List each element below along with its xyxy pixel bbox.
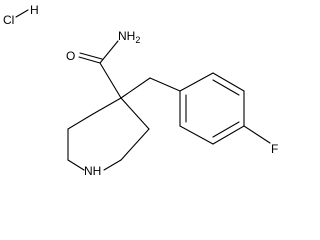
piperidine-bond-7 (120, 97, 150, 130)
benzyl-bond-1 (120, 77, 151, 99)
benzene-bond-2 (212, 72, 245, 92)
amide-c-o-bond-1 (78, 56, 101, 64)
amide-nitrogen-label: NH2 (118, 29, 140, 45)
molecule-drawing: Cl H NH2 O NH F (3, 3, 278, 178)
chlorine-label: Cl (3, 13, 14, 27)
piperidine-bond-1 (92, 97, 122, 115)
piperidine-bond-5 (103, 159, 122, 171)
benzene-double-2 (212, 121, 240, 138)
benzene-bond-5 (179, 125, 214, 145)
fluorine-label: F (271, 142, 278, 156)
hcl-bond (15, 9, 29, 18)
structure-diagram: Cl H NH2 O NH F (3, 3, 278, 178)
amide-c-n-bond (99, 40, 119, 64)
oxygen-label: O (66, 49, 75, 63)
benzene-bond-1 (179, 72, 214, 92)
benzyl-bond-2 (149, 77, 181, 92)
benzene-bond-4 (212, 125, 245, 145)
amide-c-o-bond-2 (79, 52, 103, 60)
c-f-bond (243, 125, 271, 144)
benzene-double-1 (212, 79, 240, 96)
piperidine-bond-2 (67, 113, 94, 130)
quaternary-c-amide-bond (99, 62, 122, 99)
piperidine-bond-6 (120, 128, 150, 161)
ring-nitrogen-label: NH (84, 164, 101, 178)
piperidine-bond-4 (67, 159, 85, 171)
hydrogen-label: H (30, 3, 39, 17)
